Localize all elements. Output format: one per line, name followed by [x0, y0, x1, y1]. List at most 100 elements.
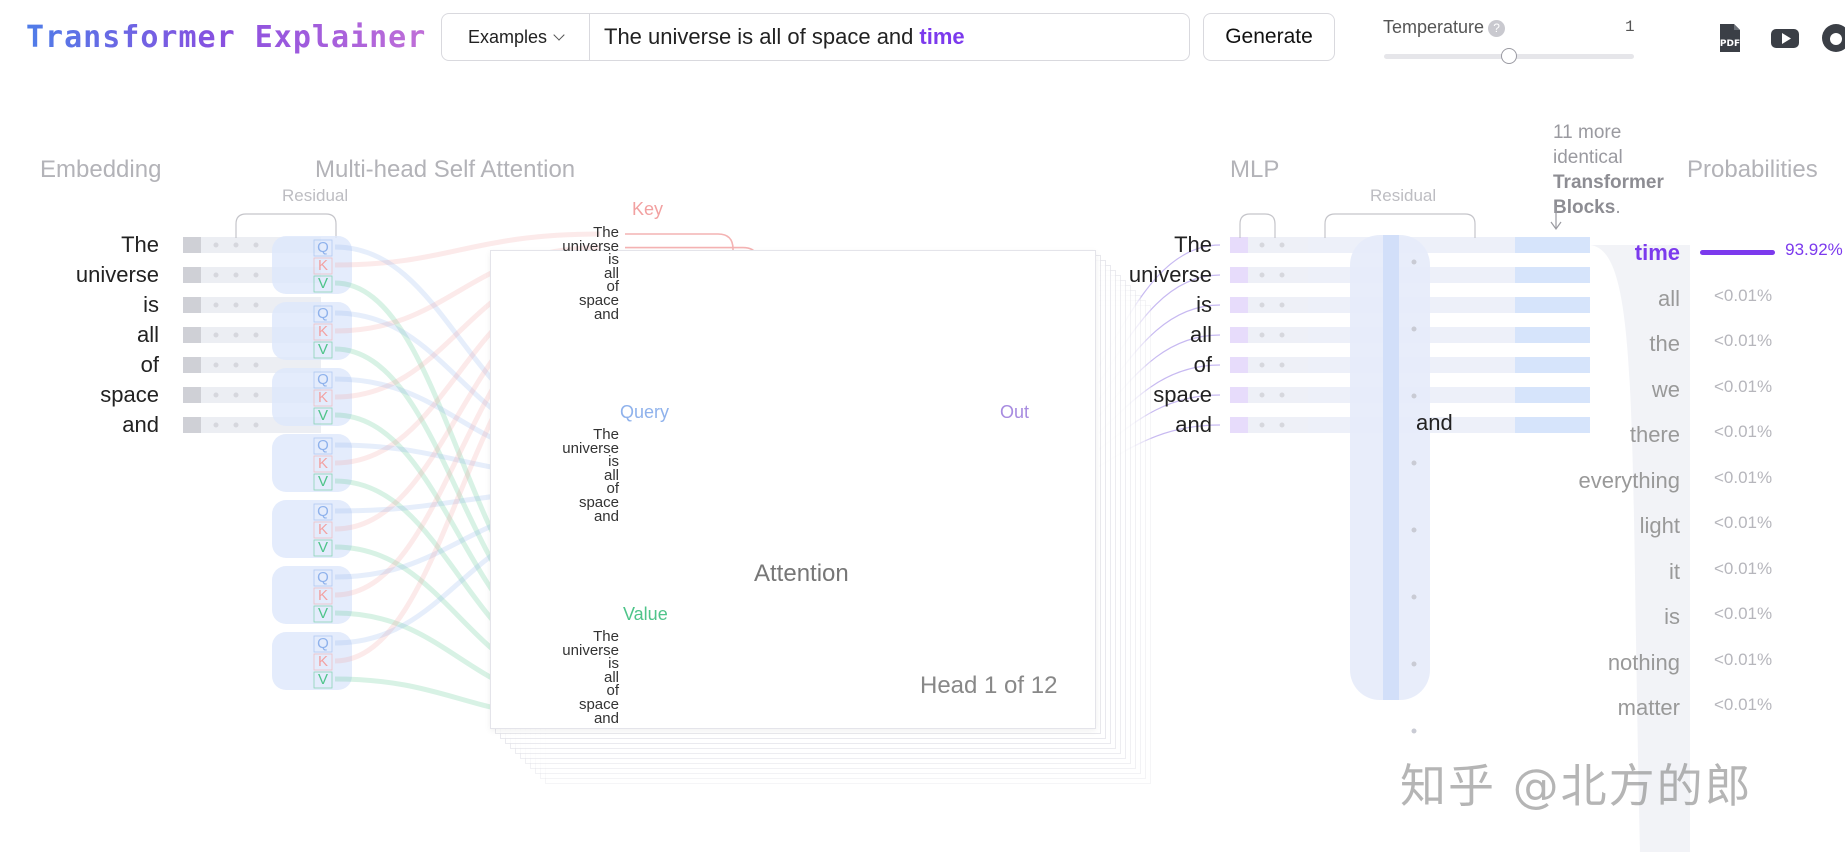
vector-dot [1259, 362, 1265, 368]
embedding-token[interactable]: is [143, 292, 159, 317]
github-icon[interactable] [1820, 22, 1845, 54]
embedding-vector-cell [183, 297, 201, 313]
probability-token: it [1669, 558, 1680, 584]
temperature-slider[interactable] [1384, 48, 1634, 64]
vector-dot [1411, 661, 1417, 667]
probabilities-title: Probabilities [1687, 156, 1818, 183]
query-token: all [603, 466, 619, 484]
vector-dot [253, 422, 259, 428]
vector-dot [233, 362, 239, 368]
mlp-vector-cell [1230, 417, 1248, 433]
probability-row[interactable]: matter<0.01% [1500, 693, 1845, 723]
embedding-token[interactable]: space [100, 382, 159, 407]
mlp-residual-band [1308, 267, 1548, 283]
mlp-title: MLP [1230, 156, 1280, 183]
probability-row[interactable]: it<0.01% [1500, 557, 1845, 587]
qkv-letter: K [318, 587, 328, 604]
embedding-vector-cell [183, 267, 201, 283]
embedding-token[interactable]: of [140, 352, 159, 377]
vector-dot [1259, 392, 1265, 398]
pdf-icon[interactable]: PDF [1714, 22, 1746, 54]
qkv-letter: K [318, 323, 328, 340]
chevron-down-icon [553, 29, 565, 41]
vector-dot [213, 302, 219, 308]
probability-token: matter [1617, 695, 1680, 720]
qkv-letter: K [318, 521, 328, 538]
embedding-vector-cell [183, 387, 201, 403]
vector-dot [233, 332, 239, 338]
embedding-token[interactable]: and [122, 412, 159, 437]
mlp-token[interactable]: all [1189, 322, 1212, 347]
probability-row[interactable]: is<0.01% [1500, 602, 1845, 632]
more-blocks-line2: Transformer [1553, 172, 1664, 193]
mlp-token[interactable]: and [1175, 412, 1212, 437]
youtube-icon[interactable] [1769, 22, 1801, 54]
vector-dot [1279, 422, 1285, 428]
qkv-letter: Q [317, 305, 329, 322]
qkv-box [313, 389, 333, 407]
examples-label: Examples [467, 26, 548, 47]
qkv-box [313, 605, 333, 623]
slider-thumb[interactable] [1501, 48, 1517, 64]
qkv-letter: K [318, 455, 328, 472]
mlp-vector-cell [1230, 297, 1248, 313]
mlp-token[interactable]: of [1193, 352, 1212, 377]
probability-token: time [1634, 240, 1680, 265]
mlp-token[interactable]: universe [1128, 262, 1212, 287]
probability-token: nothing [1607, 649, 1680, 675]
qkv-band [272, 566, 352, 624]
probability-row[interactable]: nothing <0.01% [1500, 648, 1845, 678]
mlp-vector [1248, 237, 1308, 253]
vector-dot [1411, 527, 1417, 533]
vector-dot [1411, 259, 1417, 265]
help-icon[interactable]: ? [1488, 20, 1506, 37]
probability-value: <0.01% [1714, 649, 1773, 669]
prompt-input[interactable]: The universe is all of space and time [590, 14, 1189, 60]
query-token: is [608, 453, 619, 471]
generate-button[interactable]: Generate [1203, 13, 1335, 61]
embedding-title: Embedding [40, 156, 162, 183]
probability-row[interactable]: light<0.01% [1500, 511, 1845, 541]
examples-dropdown[interactable]: Examples [442, 14, 590, 60]
qkv-box [313, 341, 333, 359]
probability-row[interactable]: there<0.01% [1500, 420, 1845, 450]
probability-value: <0.01% [1714, 376, 1773, 396]
residual-label: Residual [282, 186, 349, 205]
embedding-token[interactable]: universe [75, 262, 159, 287]
value-token: The [593, 628, 619, 645]
probability-row[interactable]: everything<0.01% [1500, 466, 1845, 496]
probability-value: <0.01% [1714, 513, 1773, 532]
qkv-letter: V [318, 341, 328, 358]
probability-row[interactable]: we<0.01% [1500, 375, 1845, 405]
qkv-box [313, 371, 333, 389]
key-token: The [593, 224, 619, 241]
head-counter[interactable]: Head 1 of 12 [920, 672, 1058, 699]
mlp-vector [1248, 417, 1308, 433]
probability-token: there [1629, 422, 1680, 447]
qkv-band [272, 434, 352, 492]
qkv-band [272, 236, 352, 294]
mlp-vector-cell [1230, 387, 1248, 403]
vector-dot [213, 332, 219, 338]
mlp-hidden-core [1383, 235, 1399, 700]
vector-dot [1411, 393, 1417, 399]
query-token: space [578, 493, 619, 511]
probability-row[interactable]: the<0.01% [1500, 329, 1845, 359]
app-logo[interactable]: Transformer Explainer [26, 20, 427, 55]
probability-token: all [1657, 285, 1680, 311]
mlp-vector [1248, 297, 1308, 313]
qkv-letter: K [318, 653, 328, 670]
value-token: of [606, 682, 619, 700]
mlp-token[interactable]: is [1196, 292, 1212, 317]
mlp-token[interactable]: space [1153, 382, 1212, 407]
temperature-label: Temperature? [1383, 17, 1506, 38]
embedding-token[interactable]: The [121, 232, 159, 257]
probability-token: the [1649, 331, 1680, 356]
mlp-token[interactable]: The [1174, 232, 1212, 257]
embedding-token[interactable]: all [136, 322, 159, 347]
key-token: and [593, 305, 619, 323]
probability-row[interactable]: all<0.01% [1500, 284, 1845, 314]
qkv-box [313, 305, 333, 323]
